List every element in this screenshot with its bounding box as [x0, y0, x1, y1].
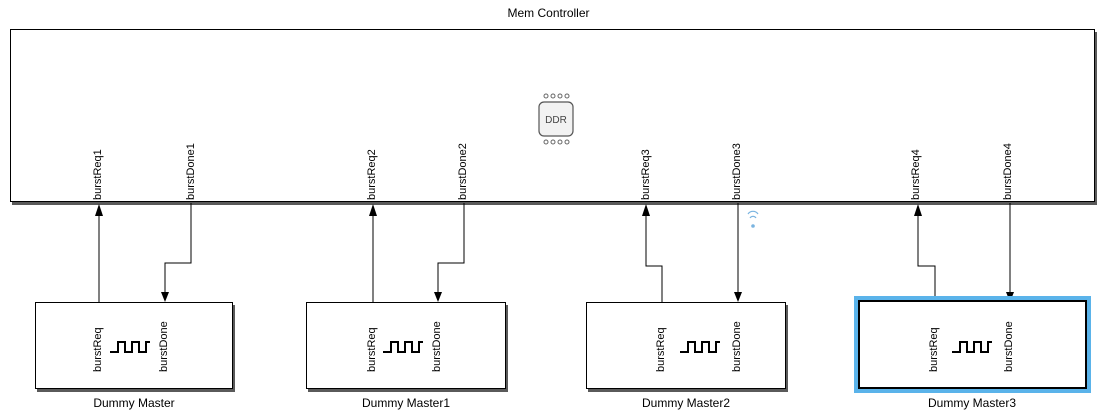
- pulse-generator-icon: [383, 341, 423, 353]
- arrow-req-1: [369, 204, 377, 216]
- arrow-req-2: [642, 204, 650, 216]
- master-name-label: Dummy Master2: [641, 396, 730, 410]
- ddr-chip-label: DDR: [545, 115, 567, 126]
- master-name-label: Dummy Master1: [361, 396, 450, 410]
- master1-port-done: burstDone: [431, 321, 443, 372]
- master2-port-done: burstDone: [731, 321, 743, 372]
- ddr-chip-icon: DDR: [538, 93, 574, 145]
- arrow-done-1: [434, 292, 442, 302]
- wire-done-0: [164, 203, 192, 293]
- master3-port-done: burstDone: [1003, 321, 1015, 372]
- master3-port-req: burstReq: [928, 327, 940, 372]
- wire-req-2: [645, 216, 663, 302]
- pulse-generator-icon: [110, 341, 150, 353]
- arrow-req-0: [95, 204, 103, 216]
- master0-port-done: burstDone: [158, 321, 170, 372]
- master0-port-req: burstReq: [92, 327, 104, 372]
- pulse-generator-icon: [952, 341, 992, 353]
- dummy-master-block[interactable]: [35, 302, 233, 389]
- master-name-label: Dummy Master: [93, 396, 175, 410]
- signal-icon: [747, 210, 759, 228]
- arrow-done-3: [1006, 292, 1014, 302]
- wire-req-3: [917, 216, 936, 302]
- arrow-done-2: [734, 292, 742, 302]
- pulse-generator-icon: [680, 341, 720, 353]
- dummy-master3-block[interactable]: [858, 300, 1087, 389]
- master2-port-req: burstReq: [655, 327, 667, 372]
- wire-done-1: [437, 203, 465, 293]
- dummy-master2-block[interactable]: [586, 302, 786, 389]
- master-name-label: Dummy Master3: [927, 396, 1016, 410]
- arrow-done-0: [161, 292, 169, 302]
- mem-controller-title: Mem Controller: [507, 6, 590, 20]
- master1-port-req: burstReq: [366, 327, 378, 372]
- arrow-req-3: [914, 204, 922, 216]
